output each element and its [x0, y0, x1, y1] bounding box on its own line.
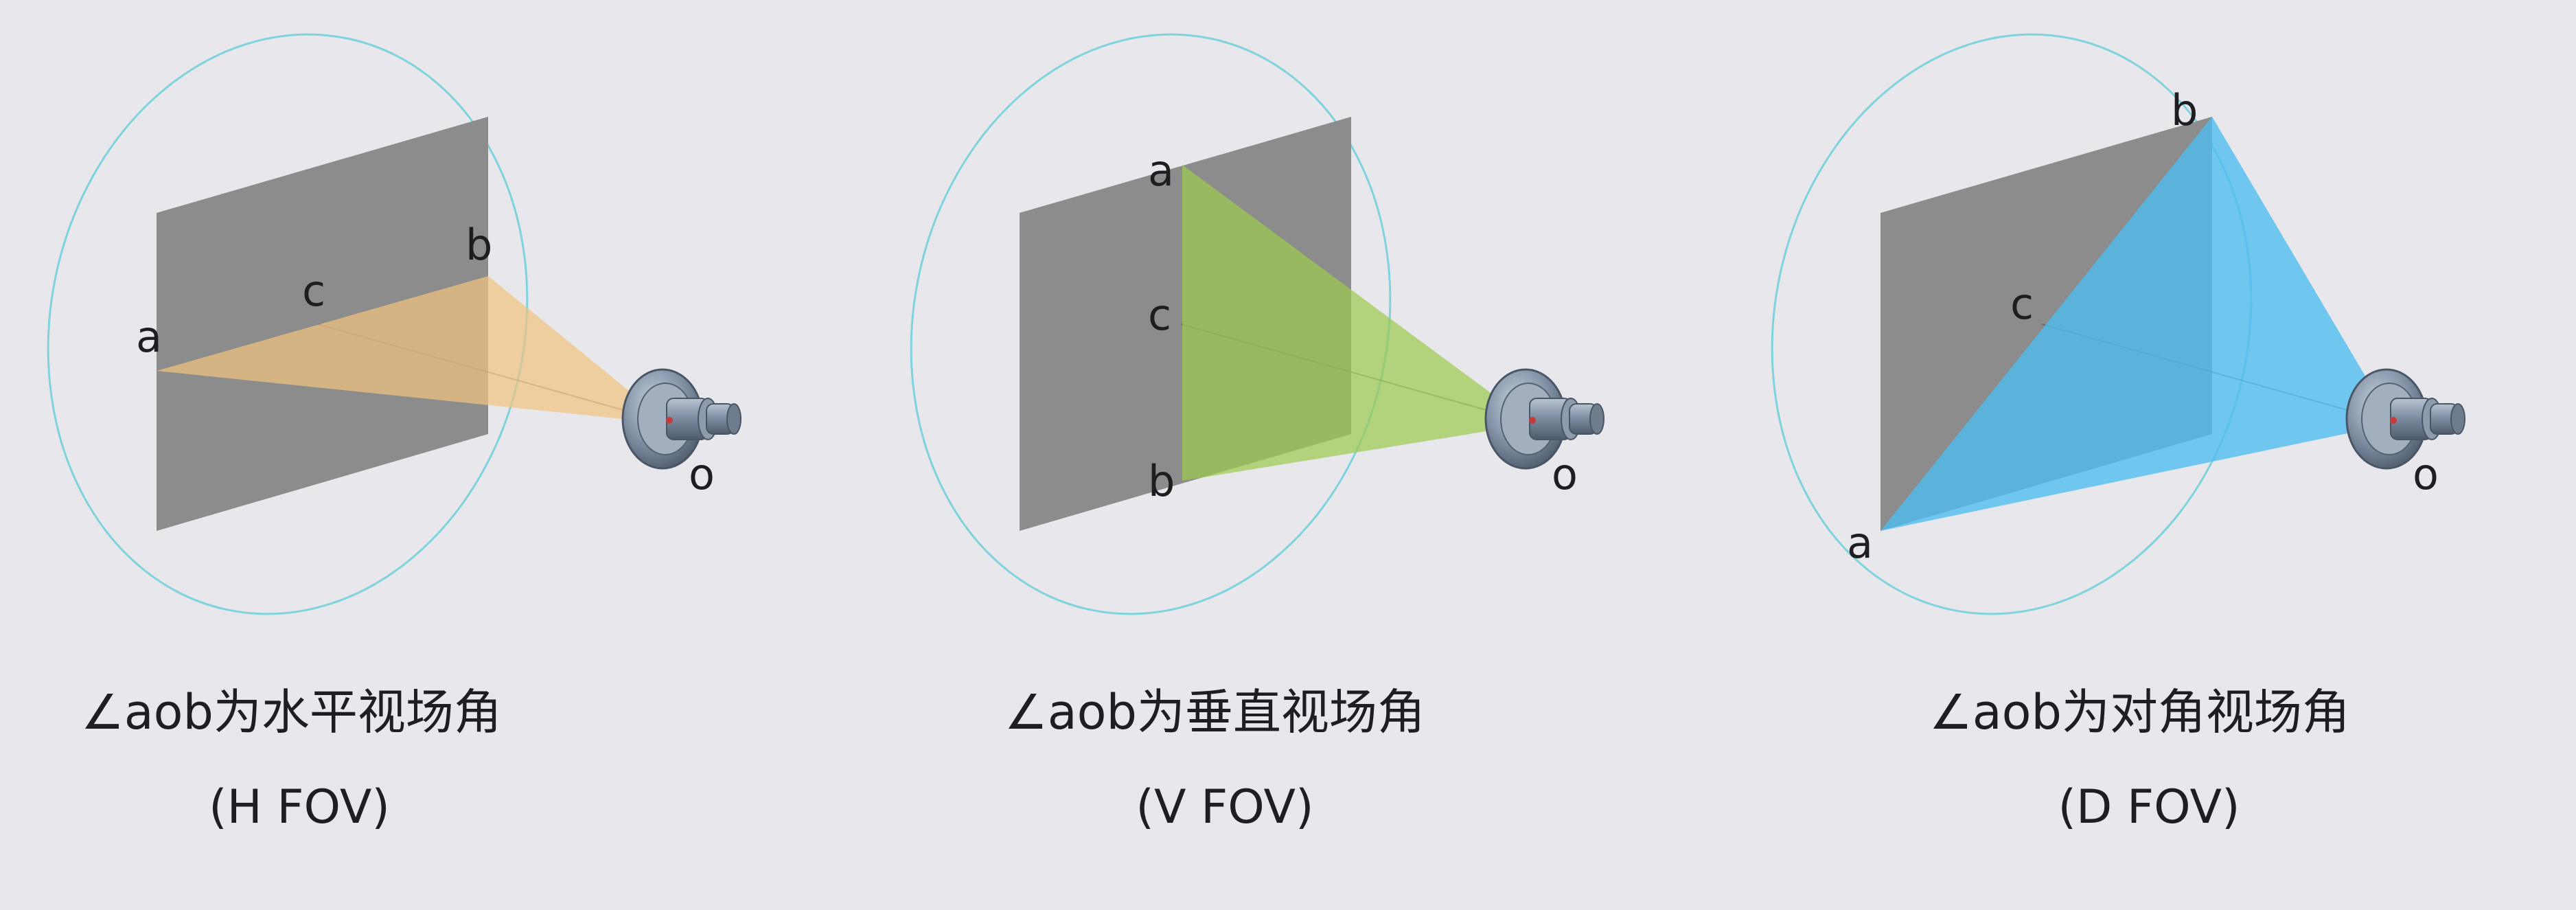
label-o: o [1552, 449, 1578, 499]
caption-sub-vfov: (V FOV) [1136, 780, 1314, 834]
label-b: b [465, 220, 492, 270]
fov-wedge-vfov [1182, 165, 1532, 481]
label-b: b [2171, 85, 2198, 135]
caption-dfov: ∠aob为对角视场角 [1929, 684, 2350, 740]
label-b: b [1148, 456, 1175, 506]
panel-vfov: a b c o [910, 33, 1605, 615]
label-c: c [2010, 279, 2034, 329]
caption-vfov: ∠aob为垂直视场角 [1004, 684, 1425, 740]
label-c: c [302, 266, 325, 316]
label-a: a [136, 312, 162, 362]
label-o: o [2413, 449, 2439, 499]
label-a: a [1148, 146, 1174, 196]
label-a: a [1847, 518, 1873, 568]
camera-icon [2345, 368, 2466, 470]
camera-icon [621, 368, 742, 470]
fov-wedge-dfov [1881, 117, 2393, 531]
fov-wedge-hfov [157, 276, 669, 424]
caption-sub-dfov: (D FOV) [2058, 780, 2240, 834]
panel-dfov: a b c o [1771, 33, 2466, 615]
panel-hfov: a b c o [47, 33, 742, 615]
label-o: o [689, 449, 715, 499]
label-c: c [1148, 290, 1171, 340]
caption-sub-hfov: (H FOV) [209, 780, 390, 834]
caption-hfov: ∠aob为水平视场角 [81, 684, 502, 740]
camera-icon [1484, 368, 1605, 470]
